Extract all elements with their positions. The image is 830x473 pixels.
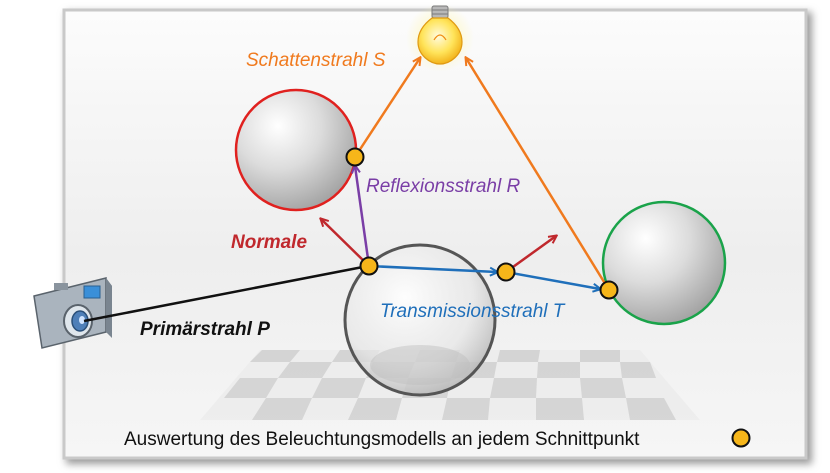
- normal-arrow-2: [505, 236, 556, 274]
- intersection-points: [345, 147, 619, 300]
- caption-intersection-marker: [731, 428, 751, 448]
- transmission-ray-label: Transmissionsstrahl T: [380, 301, 566, 322]
- reflective-sphere: [234, 88, 358, 212]
- reflection-ray-label: Reflexionsstrahl R: [366, 176, 520, 197]
- caption-text: Auswertung des Beleuchtungsmodells an je…: [124, 429, 640, 450]
- shadow-ray-2: [466, 58, 611, 291]
- intersection-point-marker: [599, 280, 619, 300]
- intersection-point-marker: [345, 147, 365, 167]
- normal-arrow-1: [321, 219, 370, 267]
- transmission-ray-2: [505, 270, 600, 289]
- glass-sphere-reflection: [370, 345, 470, 385]
- glass-sphere: [343, 243, 497, 397]
- receiving-sphere: [601, 200, 727, 326]
- intersection-point-marker: [359, 256, 379, 276]
- transmission-ray-1: [368, 264, 497, 272]
- light-bulb-icon: [406, 4, 474, 72]
- shadow-ray-1: [353, 58, 420, 158]
- primary-ray: [83, 264, 369, 323]
- normal-label: Normale: [231, 232, 307, 253]
- intersection-point-marker: [496, 262, 516, 282]
- primary-ray-label: Primärstrahl P: [140, 319, 270, 340]
- camera-icon: [33, 277, 112, 349]
- shadow-ray-label: Schattenstrahl S: [246, 50, 386, 71]
- reflection-ray: [355, 166, 371, 267]
